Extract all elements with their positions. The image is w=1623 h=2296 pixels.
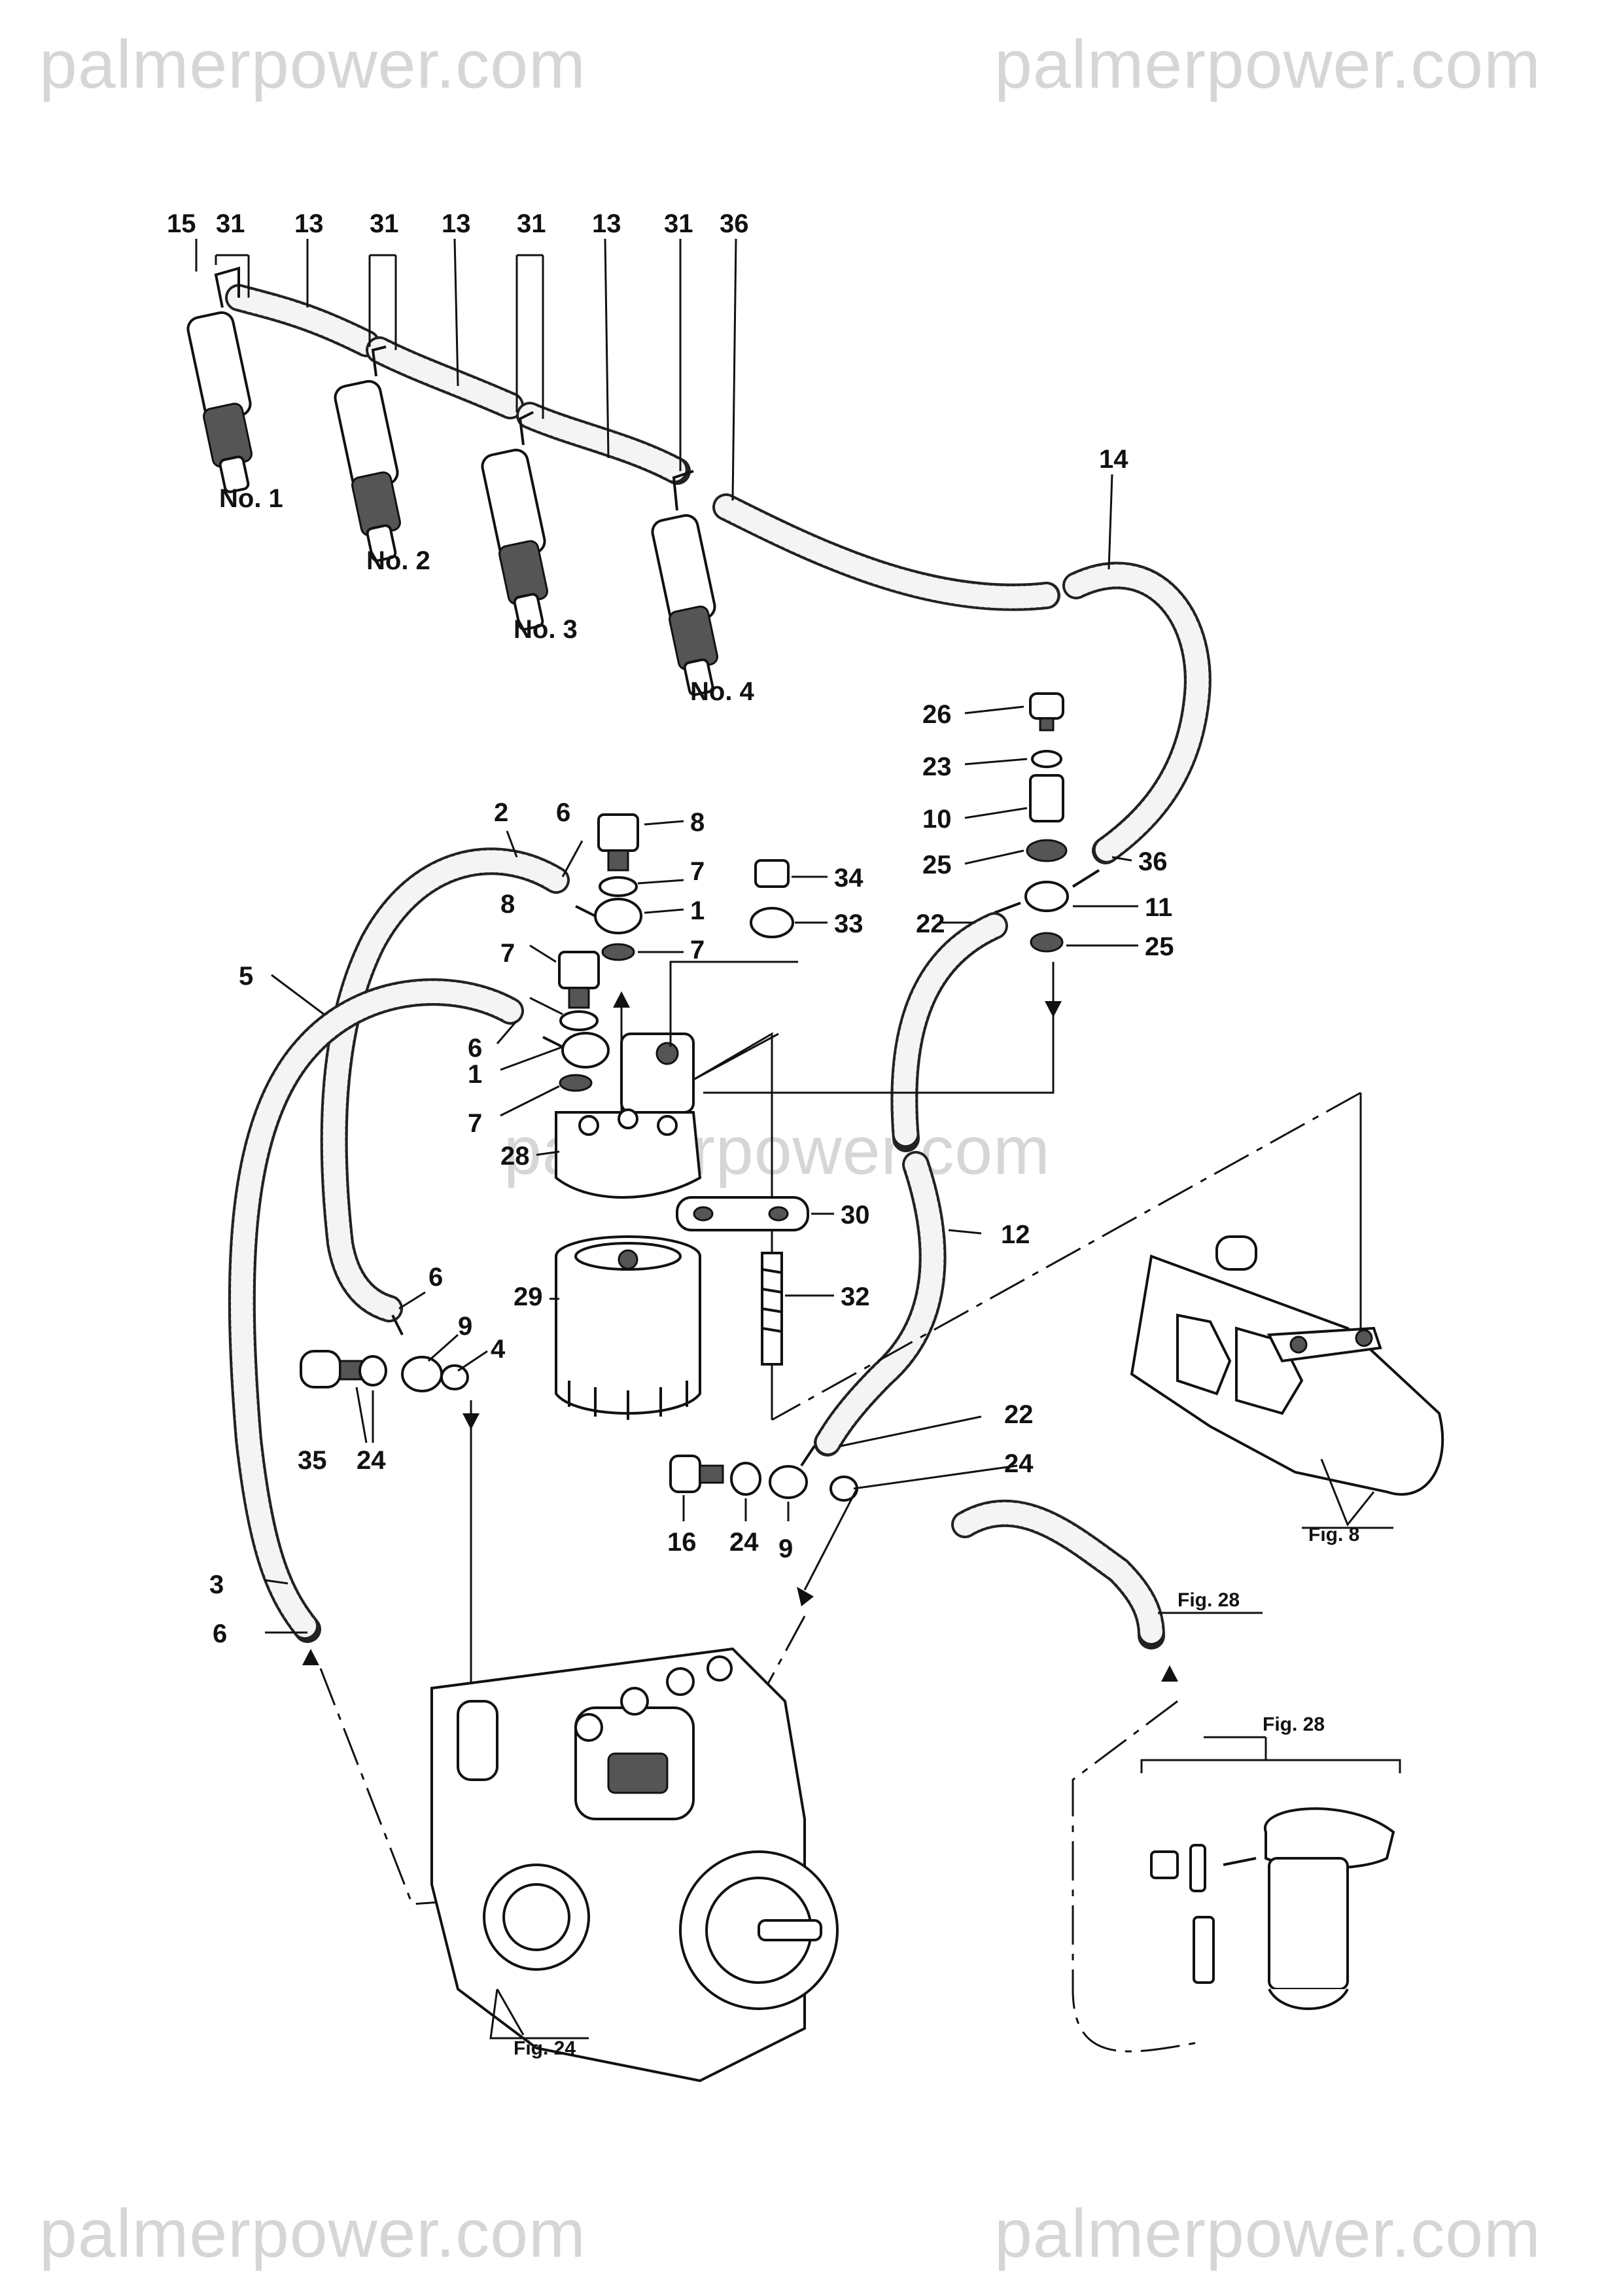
watermark-bottom-right: palmerpower.com <box>994 2196 1541 2272</box>
callout-31: 31 <box>370 209 399 238</box>
callout-10: 10 <box>922 805 952 834</box>
hose-12 <box>814 912 1008 1457</box>
callout-30: 30 <box>841 1201 870 1229</box>
callout-7: 7 <box>468 1109 482 1138</box>
nozzle-2: No. 2 <box>334 345 430 575</box>
nozzle-icon <box>334 345 401 562</box>
figure-ref-fig-28: Fig. 28 <box>1263 1714 1325 1735</box>
callout-11: 11 <box>1145 893 1172 922</box>
watermark-bottom-left: palmerpower.com <box>39 2196 586 2272</box>
callout-22: 22 <box>916 910 945 938</box>
callout-36: 36 <box>720 209 749 238</box>
callout-24: 24 <box>729 1528 759 1557</box>
callout-9: 9 <box>458 1312 472 1341</box>
banjo-fittings-top <box>500 813 684 1117</box>
top-callout-leaders <box>195 238 1113 570</box>
return-fitting-stack <box>964 692 1138 953</box>
callout-31: 31 <box>517 209 546 238</box>
flow-arrow-icon <box>797 1587 814 1606</box>
callout-1: 1 <box>468 1060 482 1089</box>
callout-2: 2 <box>494 798 508 827</box>
watermark-top-right: palmerpower.com <box>994 27 1541 103</box>
callout-33: 33 <box>834 910 864 938</box>
sediment-bowl-icon <box>1140 1736 1401 2010</box>
nozzle-1-label: No. 1 <box>219 484 283 513</box>
injection-pump-icon <box>430 1647 839 2083</box>
callout-13: 13 <box>294 209 324 238</box>
nozzle-icon <box>186 266 253 493</box>
callout-25: 25 <box>1145 932 1174 961</box>
callout-6: 6 <box>213 1619 227 1648</box>
callout-14: 14 <box>1099 445 1128 474</box>
callout-15: 15 <box>167 209 196 238</box>
callout-7: 7 <box>690 857 705 886</box>
spacer-and-stud <box>676 1196 834 1366</box>
callout-32: 32 <box>841 1282 870 1311</box>
callout-1: 1 <box>690 896 705 925</box>
nozzle-icon <box>481 411 548 631</box>
callout-8: 8 <box>500 890 515 919</box>
flow-arrow-icon <box>462 1413 480 1430</box>
callout-28: 28 <box>500 1142 530 1171</box>
intake-manifold-icon <box>1130 1235 1444 1529</box>
callout-5: 5 <box>239 962 253 991</box>
callout-16: 16 <box>667 1528 697 1557</box>
callout-24: 24 <box>357 1446 386 1475</box>
callout-31: 31 <box>664 209 693 238</box>
nozzle-3: No. 3 <box>481 411 578 644</box>
callout-8: 8 <box>690 808 705 837</box>
callout-31: 31 <box>216 209 245 238</box>
nozzle-4-label: No. 4 <box>690 677 755 706</box>
callout-36: 36 <box>1138 847 1168 876</box>
nuts-33-34 <box>750 859 828 938</box>
callout-4: 4 <box>491 1335 506 1364</box>
callout-35: 35 <box>298 1446 327 1475</box>
filter-head-28 <box>536 961 798 1420</box>
callout-12: 12 <box>1001 1220 1030 1249</box>
callout-24: 24 <box>1004 1449 1034 1478</box>
figure-ref-fig-28: Fig. 28 <box>1178 1589 1240 1611</box>
leak-off-hoses <box>225 284 1212 864</box>
nozzle-2-label: No. 2 <box>366 546 430 575</box>
callout-6: 6 <box>468 1034 482 1063</box>
flow-arrow-icon <box>1045 1001 1062 1017</box>
callout-6: 6 <box>428 1263 443 1292</box>
callout-23: 23 <box>922 752 952 781</box>
callout-26: 26 <box>922 700 952 729</box>
nozzle-3-label: No. 3 <box>514 615 578 644</box>
callout-13: 13 <box>592 209 621 238</box>
banjo-fittings-bottom <box>669 1445 1018 1606</box>
callout-7: 7 <box>690 936 705 964</box>
figure-ref-fig-24: Fig. 24 <box>514 2038 576 2059</box>
callout-7: 7 <box>500 939 515 968</box>
flow-line-right <box>703 962 1055 1094</box>
nozzle-1: No. 1 <box>186 266 283 513</box>
callout-3: 3 <box>209 1570 224 1599</box>
callout-numbers: 15 31 13 31 13 31 13 31 36 14 26 23 10 2… <box>167 209 1359 2059</box>
callout-29: 29 <box>514 1282 543 1311</box>
callout-6: 6 <box>556 798 570 827</box>
hose-to-sediment-bowl <box>951 1499 1263 1650</box>
flow-arrow-icon <box>1161 1665 1178 1682</box>
callout-13: 13 <box>442 209 471 238</box>
nozzle-icon <box>651 470 718 696</box>
hose-2-and-3 <box>228 830 584 1643</box>
callout-25: 25 <box>922 851 952 879</box>
callout-34: 34 <box>834 864 864 892</box>
watermark-top-left: palmerpower.com <box>39 27 586 103</box>
fuel-filter-icon <box>550 1235 701 1420</box>
nozzle-4: No. 4 <box>651 470 755 706</box>
callout-22: 22 <box>1004 1400 1034 1429</box>
callout-9: 9 <box>778 1534 793 1563</box>
figure-ref-fig-8: Fig. 8 <box>1308 1524 1359 1545</box>
flow-arrow-icon <box>302 1649 319 1665</box>
